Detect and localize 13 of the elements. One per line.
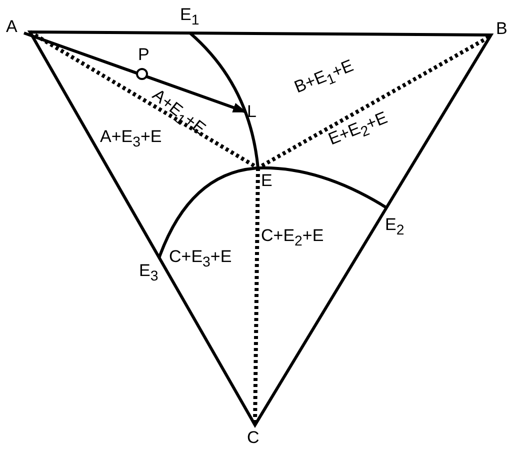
point-label: L (247, 103, 256, 120)
point-label: E$_{1}$ (180, 6, 200, 28)
vertex-label: B (496, 20, 508, 37)
point-label: E$_{2}$ (385, 216, 404, 238)
point-label: A (6, 18, 18, 35)
point-label: E (261, 172, 272, 189)
arrow (24, 32, 247, 114)
region-label: C+E$_{2}$+E (261, 227, 324, 249)
point-label: E$_{3}$ (139, 262, 158, 284)
vertex-label: C (247, 429, 260, 446)
region-label: C+E$_{3}$+E (169, 248, 232, 270)
point-label: P (138, 46, 150, 63)
region-label: A+E$_{3}$+E (100, 128, 162, 150)
